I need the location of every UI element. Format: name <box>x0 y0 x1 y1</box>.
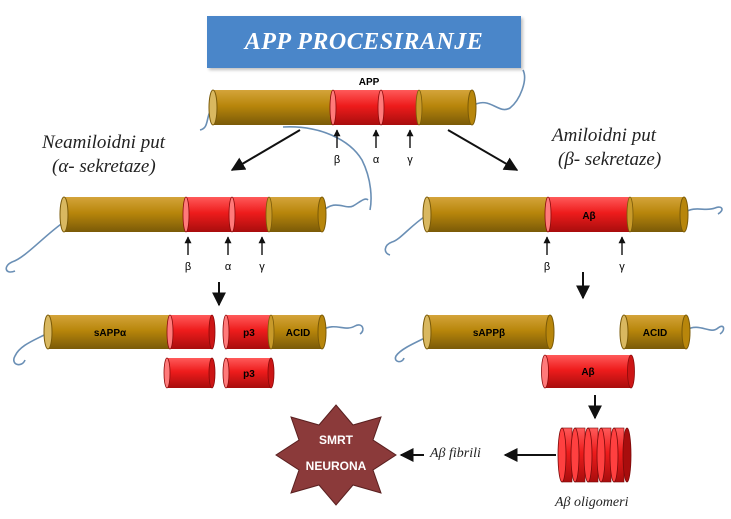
app-protein: APP <box>208 77 477 126</box>
title-banner: APP PROCESIRANJE <box>207 16 521 68</box>
acid-tail-right <box>685 325 725 335</box>
protein-tails <box>5 69 725 366</box>
non-amyloid-path-label: Neamiloidni put (α- sekretaze) <box>42 131 165 179</box>
p3-acid-fragment: p3 ACID <box>222 314 327 350</box>
app-cleavage-markers: β α γ <box>333 129 414 166</box>
left-gamma-label: γ <box>259 261 265 273</box>
sappa-tail <box>13 332 49 366</box>
abeta-fragment: Aβ <box>541 354 635 389</box>
oligomers-label: Aβ oligomeri <box>555 495 629 510</box>
right-tail-1 <box>384 214 428 256</box>
p3-label-1: p3 <box>243 328 255 339</box>
left-tail-2 <box>321 198 369 213</box>
non-amyloid-path-line2: (α- sekretaze) <box>52 156 156 177</box>
page-title: APP PROCESIRANJE <box>244 28 484 55</box>
right-tail-2 <box>683 206 723 215</box>
sappa-fragment: sAPPα <box>43 314 216 350</box>
app-tail-right <box>471 69 526 111</box>
left-cleavage-markers: β α γ <box>184 236 266 273</box>
left-alpha-label: α <box>225 261 232 273</box>
neuron-death-star: SMRT NEURONA <box>275 404 397 506</box>
non-amyloid-path-line1: Neamiloidni put <box>42 132 165 153</box>
acid-fragment-right: ACID <box>619 314 691 350</box>
fibrils-label: Aβ fibrili <box>430 446 481 461</box>
sappb-tail <box>394 336 428 363</box>
left-tail-1 <box>5 221 65 273</box>
death-label-line1: SMRT <box>319 433 354 447</box>
sappb-fragment: sAPPβ <box>422 314 555 350</box>
death-label-line2: NEURONA <box>306 459 367 473</box>
acid-label-left: ACID <box>286 328 310 339</box>
sappb-label: sAPPβ <box>473 328 505 339</box>
app-beta-label: β <box>334 154 340 166</box>
app-tail-inner <box>282 126 372 211</box>
p3-label-2: p3 <box>243 369 255 380</box>
left-beta-label: β <box>185 261 191 273</box>
right-abeta-label: Aβ <box>582 211 595 222</box>
acid-label-right: ACID <box>643 328 667 339</box>
acid-tail-left <box>321 324 364 335</box>
sappa-label: sAPPα <box>94 328 127 339</box>
app-gamma-label: γ <box>407 154 413 166</box>
p3-pair: p3 <box>163 357 275 389</box>
amyloid-path-line2: (β- sekretaze) <box>558 149 662 170</box>
arrow-to-non-amyloid <box>230 129 301 171</box>
arrow-to-amyloid <box>447 129 519 171</box>
right-gamma-label: γ <box>619 261 625 273</box>
left-protein <box>59 196 327 233</box>
right-protein: Aβ <box>422 196 689 233</box>
app-alpha-label: α <box>373 154 380 166</box>
right-beta-label: β <box>544 261 550 273</box>
amyloid-path-line1: Amiloidni put <box>552 125 656 146</box>
right-cleavage-markers: β γ <box>543 236 626 273</box>
oligomer-stack <box>557 427 632 483</box>
app-label: APP <box>359 77 380 88</box>
abeta-label: Aβ <box>581 367 594 378</box>
amyloid-path-label: Amiloidni put (β- sekretaze) <box>552 124 661 172</box>
